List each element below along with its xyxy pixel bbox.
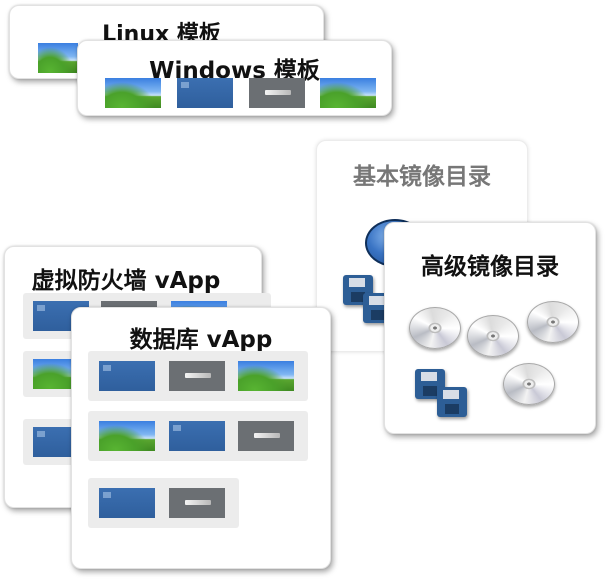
windows-vm-thumbnail-2 [177, 78, 233, 108]
database-vm-row-2 [88, 411, 308, 461]
database-vm-thumbnail [99, 488, 155, 518]
database-vm-row-1 [88, 351, 308, 401]
linux-vm-thumbnail [38, 43, 78, 73]
database-vm-thumbnail [169, 361, 225, 391]
cd-disc-icon [503, 363, 555, 405]
database-vm-row-3 [88, 478, 239, 528]
cd-disc-icon [467, 315, 519, 357]
database-vm-thumbnail [238, 421, 294, 451]
windows-template-card: Windows 模板 [77, 40, 392, 116]
database-vm-thumbnail [238, 361, 294, 391]
advanced-catalog-title: 高级镜像目录 [421, 254, 559, 280]
windows-vm-thumbnail-4 [320, 78, 376, 108]
database-vm-thumbnail [99, 361, 155, 391]
database-vapp-card: 数据库 vApp [71, 307, 331, 569]
windows-vm-thumbnail-1 [105, 78, 161, 108]
advanced-catalog-card: 高级镜像目录 [384, 222, 596, 434]
floppy-disk-icon [343, 275, 373, 305]
cd-disc-icon [527, 301, 579, 343]
database-vm-thumbnail [169, 421, 225, 451]
floppy-disk-icon [437, 387, 467, 417]
floppy-disk-icon [415, 369, 445, 399]
cd-disc-icon [409, 307, 461, 349]
basic-catalog-title: 基本镜像目录 [353, 164, 491, 190]
windows-vm-thumbnail-3 [249, 78, 305, 108]
database-vapp-title: 数据库 vApp [129, 327, 273, 353]
database-vm-thumbnail [99, 421, 155, 451]
firewall-vapp-title: 虚拟防火墙 vApp [31, 268, 221, 294]
database-vm-thumbnail [169, 488, 225, 518]
